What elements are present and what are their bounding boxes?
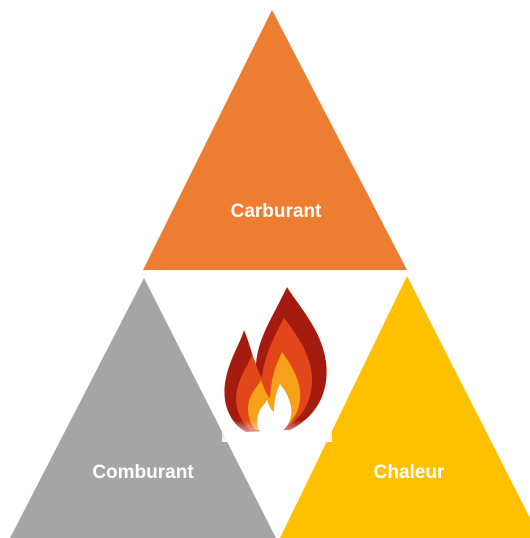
segment-carburant: Carburant xyxy=(143,10,407,270)
label-chaleur: Chaleur xyxy=(374,462,445,483)
label-comburant: Comburant xyxy=(92,462,194,483)
triangle-top-shape xyxy=(143,10,407,270)
triangle-left-shape xyxy=(10,278,276,538)
flame-icon xyxy=(222,287,332,442)
label-carburant: Carburant xyxy=(231,201,322,222)
flame-base-fade xyxy=(222,420,332,442)
segment-chaleur: Chaleur xyxy=(280,276,530,538)
triangle-right-shape xyxy=(280,276,530,538)
segment-comburant: Comburant xyxy=(10,278,276,538)
